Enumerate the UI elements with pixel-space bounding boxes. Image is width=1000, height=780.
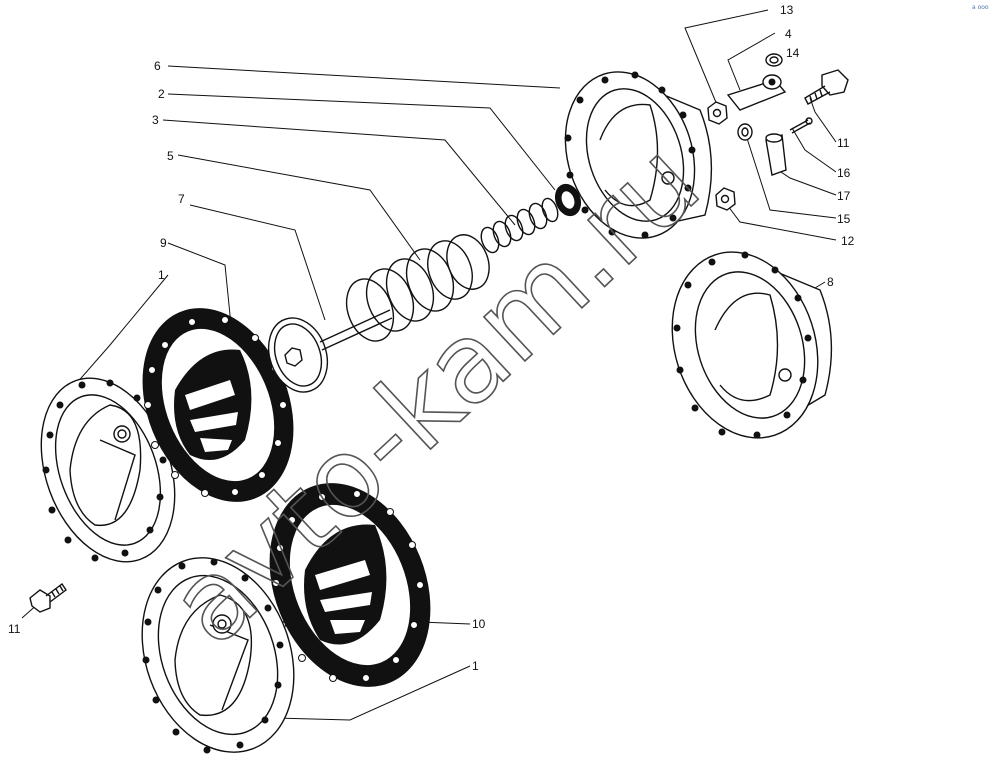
callout-16: 16 — [837, 166, 851, 180]
callout-labels: 13 4 14 6 2 3 5 7 9 1 11 16 17 15 12 8 1… — [8, 3, 855, 673]
part-2-bushing — [554, 183, 582, 217]
callout-15: 15 — [837, 212, 851, 226]
part-15-washer — [737, 123, 753, 141]
callout-10: 10 — [472, 617, 486, 631]
callout-5: 5 — [167, 149, 174, 163]
part-13-nut — [707, 101, 728, 125]
callout-1-upper: 1 — [158, 268, 165, 282]
part-11-bolt-upper — [804, 69, 849, 105]
callout-11-upper: 11 — [837, 136, 850, 150]
callout-4: 4 — [785, 27, 792, 41]
leader-lines — [21, 9, 837, 721]
callout-12: 12 — [841, 234, 855, 248]
callout-13: 13 — [780, 3, 794, 17]
callout-7: 7 — [178, 192, 185, 206]
part-1-cover-upper — [40, 377, 176, 563]
callout-9: 9 — [160, 236, 167, 250]
part-6-housing — [564, 71, 713, 239]
callout-3: 3 — [152, 113, 159, 127]
callout-17: 17 — [837, 189, 851, 203]
part-4-lever — [726, 74, 787, 111]
part-9-diaphragm-plate — [142, 308, 294, 502]
callout-1-lower: 1 — [472, 659, 479, 673]
part-5-main-spring — [345, 234, 490, 342]
part-10-diaphragm-plate — [269, 483, 431, 687]
part-14-washer — [765, 53, 783, 67]
part-17-pin — [765, 133, 787, 176]
part-11-bolt-lower — [29, 582, 67, 613]
part-16-cotter-pin — [789, 117, 813, 134]
callout-8: 8 — [827, 275, 834, 289]
callout-6: 6 — [154, 59, 161, 73]
part-3-small-spring — [480, 197, 559, 254]
corner-mark: a ooo — [972, 4, 989, 11]
part-7-rod-disc — [267, 309, 393, 393]
part-1-cover-lower — [141, 557, 295, 754]
callout-14: 14 — [786, 46, 800, 60]
callout-2: 2 — [158, 87, 165, 101]
part-12-nut — [715, 187, 736, 211]
part-8-housing — [671, 251, 833, 439]
callout-11-lower: 11 — [8, 622, 21, 636]
